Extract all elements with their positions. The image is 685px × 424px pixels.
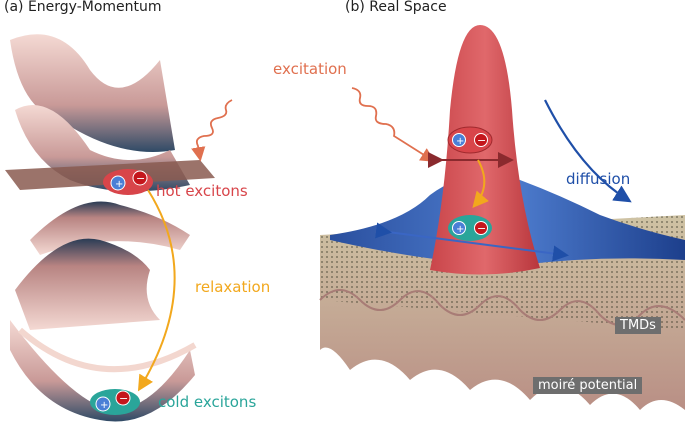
relaxation-arrow	[137, 189, 176, 392]
peak-relaxation-arrow	[472, 159, 489, 209]
moire-potential-label: moiré potential	[533, 377, 643, 394]
diffusion-label: diffusion	[566, 170, 631, 188]
tmds-label: TMDs	[615, 317, 661, 334]
hot-exciton: + −	[103, 169, 153, 195]
relaxation-label: relaxation	[195, 278, 271, 296]
peak-cold-exciton: + −	[448, 215, 492, 241]
hot-excitons-label: hot excitons	[156, 182, 248, 200]
svg-text:−: −	[477, 222, 486, 235]
band-surfaces	[5, 34, 215, 422]
cold-excitons-label: cold excitons	[158, 393, 257, 411]
svg-text:+: +	[115, 179, 123, 190]
svg-text:+: +	[100, 400, 108, 411]
peak-hot-exciton: + −	[447, 126, 493, 154]
svg-text:−: −	[136, 172, 145, 185]
diffusion-arrow	[544, 99, 632, 203]
svg-text:−: −	[119, 392, 128, 405]
svg-text:+: +	[456, 136, 464, 147]
cold-exciton: + −	[90, 389, 140, 415]
excitation-wave-right	[351, 87, 436, 162]
svg-text:−: −	[477, 134, 486, 147]
svg-text:+: +	[456, 224, 464, 235]
excitation-label: excitation	[273, 60, 347, 78]
diffusion-width-arrow	[375, 222, 569, 262]
excitation-wave-left	[191, 99, 233, 162]
panel-a-title: (a) Energy-Momentum	[4, 0, 162, 15]
panel-b-title: (b) Real Space	[345, 0, 447, 15]
